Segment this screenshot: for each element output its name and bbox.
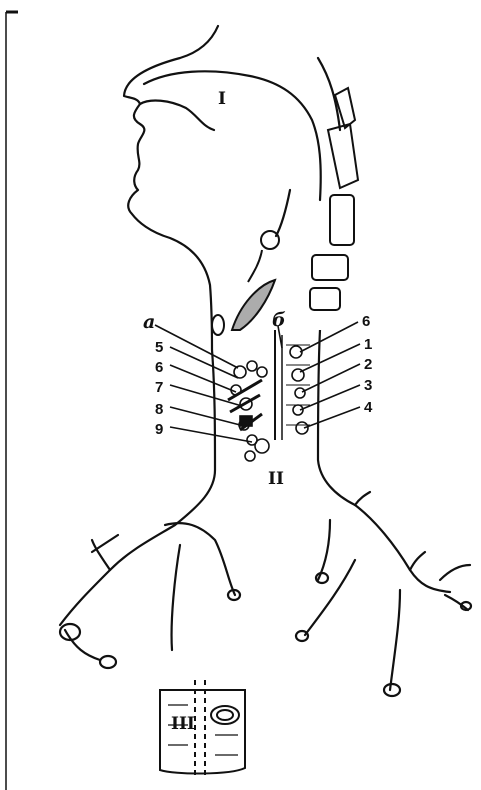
larynx — [212, 231, 279, 335]
left-label-6: 6 — [155, 359, 163, 376]
side-label-right: б — [272, 309, 286, 331]
right-label-6: 6 — [362, 313, 370, 330]
figure-border — [6, 12, 18, 790]
left-label-8: 8 — [155, 401, 163, 418]
region-label-nasopharynx: I — [218, 89, 226, 109]
right-label-4: 4 — [364, 399, 373, 416]
left-label-9: 9 — [155, 421, 163, 438]
bronchial-tree — [60, 492, 471, 696]
head-profile — [124, 26, 340, 350]
cervical-vertebrae — [310, 88, 358, 310]
left-label-5: 5 — [155, 339, 163, 356]
right-label-1: 1 — [364, 336, 372, 353]
right-label-2: 2 — [364, 356, 372, 373]
left-label-7: 7 — [155, 379, 163, 396]
region-label-bronchi: III — [171, 714, 195, 734]
mucosa-cells — [228, 345, 310, 461]
region-label-trachea: II — [268, 469, 284, 489]
right-label-3: 3 — [364, 377, 372, 394]
side-label-left: а — [143, 311, 155, 333]
